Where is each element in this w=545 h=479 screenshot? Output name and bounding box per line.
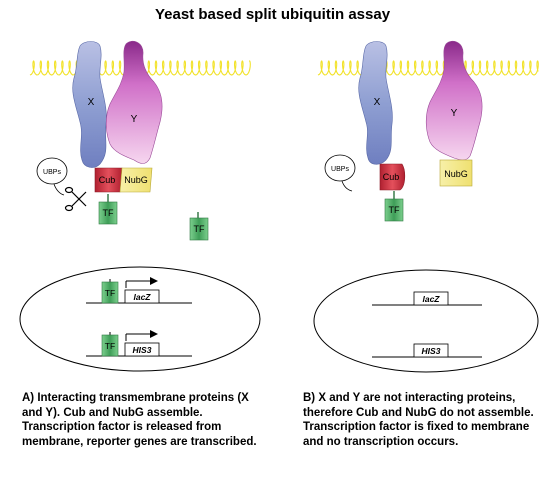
panel-a-his3-label: HIS3 (133, 345, 152, 355)
panel-a-nubg-label: NubG (124, 175, 148, 185)
panel-b-protein-x (358, 41, 393, 165)
panel-b-reporter-his3 (372, 343, 482, 358)
panel-a-reporter-his3-tf-label: TF (105, 341, 115, 351)
panel-a-tf-free (189, 217, 209, 241)
panel-a-nubg-domain (119, 167, 153, 193)
panel-a-nucleus (19, 266, 261, 372)
panel-a-reporter-lacz-tf-label: TF (105, 288, 115, 298)
panel-b-reporter-lacz (372, 291, 482, 306)
panel-a-protein-x (72, 41, 107, 168)
panel-b-ubps-label: UBPs (331, 166, 349, 173)
panel-a-reporter-his3-tf (101, 334, 119, 357)
panel-a-caption: A) Interacting transmembrane proteins (X… (22, 392, 257, 448)
panel-b-protein-y (425, 41, 483, 161)
panel-b-tf (384, 198, 404, 222)
panel-b-protein-x-label: X (374, 97, 381, 108)
panel-a-protein-y-label: Y (131, 114, 138, 125)
panel-a-lacz-label: lacZ (133, 292, 151, 302)
panel-a-tf-label: TF (103, 208, 114, 218)
panel-b-lacz-label: lacZ (422, 294, 440, 304)
panel-a-tf-free-label: TF (194, 224, 205, 234)
membrane-coil (317, 59, 539, 76)
panel-b-his3-label: HIS3 (422, 346, 441, 356)
scissors-icon (64, 186, 87, 212)
diagram-title: Yeast based split ubiquitin assay (154, 6, 391, 23)
panel-a-protein-x-label: X (88, 97, 95, 108)
panel-a-reporter-his3 (86, 330, 192, 357)
panel-a-ubps-bubble (36, 157, 68, 196)
panel-b-tf-label: TF (389, 205, 400, 215)
panel-a-cub-label: Cub (99, 175, 116, 185)
panel-a-reporter-lacz (86, 277, 192, 304)
panel-b-cub-domain (379, 163, 406, 191)
panel-b-nucleus (313, 269, 539, 373)
panel-b-caption: B) X and Y are not interacting proteins,… (303, 392, 534, 448)
panel-b-cub-label: Cub (383, 172, 400, 182)
panel-a-ubps-label: UBPs (43, 169, 61, 176)
panel-b-membrane (317, 59, 539, 76)
panel-a-reporter-lacz-tf (101, 281, 119, 304)
panel-a-protein-y (105, 41, 163, 164)
panel-b-ubps-bubble (324, 154, 356, 192)
panel-b-protein-y-label: Y (451, 108, 458, 119)
panel-b-nubg-label: NubG (444, 169, 468, 179)
panel-b-nubg-domain (439, 159, 473, 187)
panel-a-tf (98, 201, 118, 225)
